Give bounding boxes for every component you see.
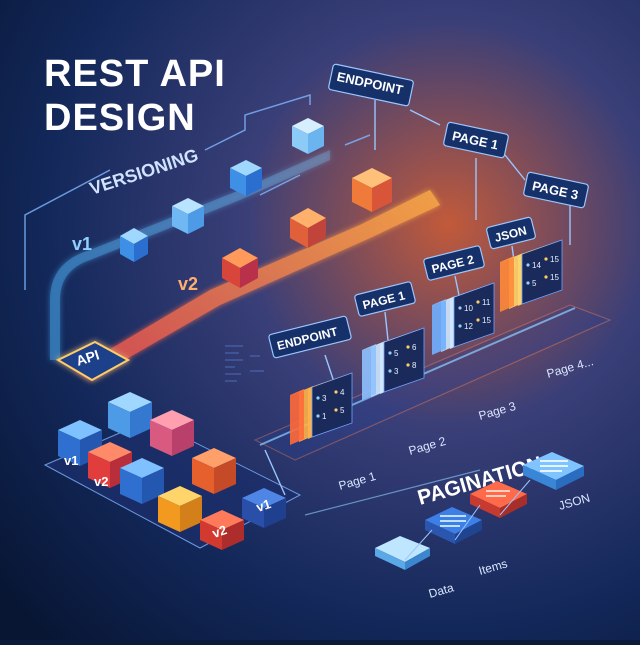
stack-dot [526,281,530,285]
stack-dot [388,351,392,355]
bottom-tiles [375,452,584,570]
page-stack-3: 10 11 12 15 [432,282,495,355]
stack-dot [526,263,530,267]
stack-dot [334,390,338,394]
stack-dot [458,306,462,310]
pagination-underline [304,469,481,516]
page-stack-4: 14 15 5 15 [500,239,563,312]
stack-dot [316,414,320,418]
v2-band [75,190,440,380]
stack-dot [544,257,548,261]
stack-value: 11 [482,298,491,307]
top-connectors [374,100,571,245]
cube-v2-label: v2 [94,474,108,489]
v1-band [50,150,330,360]
stack-value: 5 [340,406,345,415]
pagination-tag-json: JSON [486,216,536,250]
stack-dot [388,369,392,373]
page-title: REST API DESIGN [44,52,226,140]
cube-v1-label: v1 [64,453,78,468]
stack-dot [406,345,410,349]
cluster-to-pagination-arrow [264,449,286,496]
cube-v1b-label: v1 [254,496,272,515]
top-page1-tag: PAGE 1 [443,121,509,159]
stack-value: 8 [412,361,417,370]
title-line-2: DESIGN [44,97,196,139]
stack-dot [458,324,462,328]
stack-value: 3 [394,367,399,376]
versioning-connectors [24,93,371,290]
stack-value: 10 [464,304,473,313]
stack-dot [476,300,480,304]
stack-value: 5 [532,279,537,288]
stack-value: 3 [322,394,327,403]
stack-value: 15 [550,255,559,264]
stack-value: 5 [394,349,399,358]
data-tile [375,536,430,570]
stack-dot [334,408,338,412]
stack-dot [476,318,480,322]
stack-value: 1 [322,412,327,421]
stack-dot [406,363,410,367]
background-dots [225,345,264,382]
stack-value: 14 [532,261,541,270]
version-cube-cluster: v1 v2 v2 v1 [43,392,302,550]
json-red-tile [470,481,527,518]
v1-label: v1 [72,234,92,254]
v2-label: v2 [178,274,198,294]
page-stack-1: 3 4 1 5 [290,372,353,445]
cube-v2b-label: v2 [210,522,228,541]
bottom-label-data: Data [427,580,456,601]
bottom-tile-connectors [404,479,531,561]
pagination-tag-page2: PAGE 2 [423,245,485,281]
top-page3-tag: PAGE 3 [523,171,589,209]
stack-value: 12 [464,322,473,331]
stack-value: 15 [550,273,559,282]
versioning-cubes [120,118,392,288]
items-tile [425,507,482,544]
json-blue-tile [523,452,584,490]
stack-value: 6 [412,343,417,352]
title-line-1: REST API [44,53,226,95]
stack-dot [544,275,548,279]
api-chip: API [55,340,131,382]
page-stack-2: 5 6 3 8 [362,327,425,400]
stack-value: 15 [482,316,491,325]
api-chip-label: API [74,346,101,368]
stack-value: 4 [340,388,345,397]
stack-dot [316,396,320,400]
